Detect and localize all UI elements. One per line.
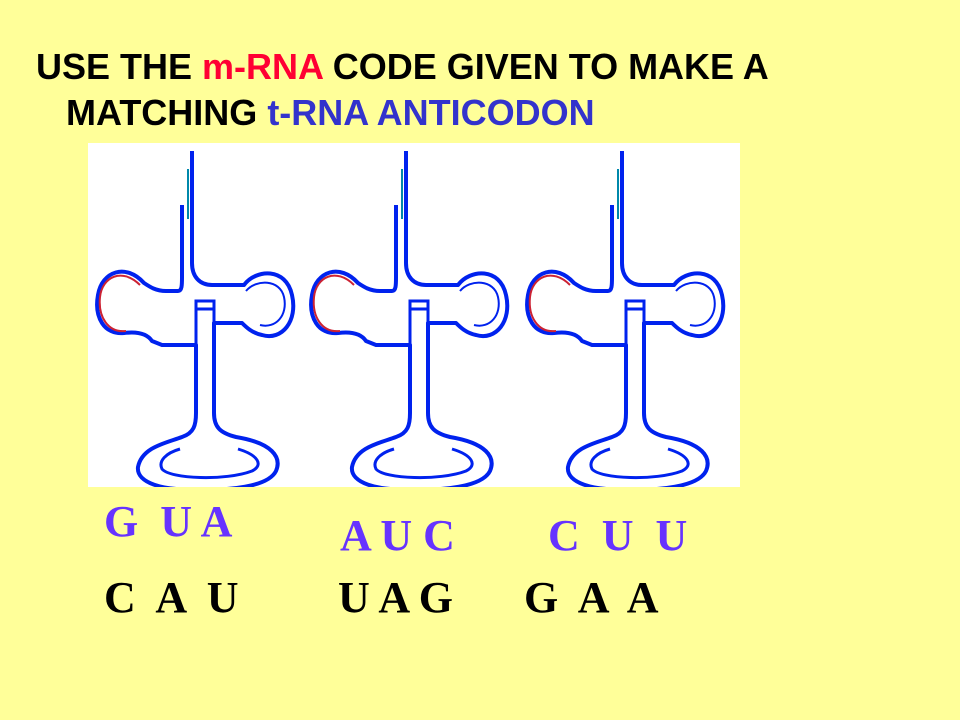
title-text-2: CODE GIVEN TO MAKE A [322, 46, 769, 87]
trna-molecule-2 [309, 149, 510, 487]
title-text-3: MATCHING [66, 92, 268, 133]
trna-diagram [95, 149, 726, 487]
trna-molecule-3 [525, 149, 726, 487]
title-text-1: USE THE [36, 46, 203, 87]
mrna-highlight: m-RNA [202, 46, 323, 87]
trna-diagram-panel [88, 143, 740, 487]
anticodon-2: A U C [340, 511, 455, 560]
trna-molecule-1 [95, 149, 296, 487]
mrna-codon-1: C A U [104, 573, 239, 622]
trna-highlight: t-RNA ANTICODON [267, 92, 595, 133]
mrna-codon-3: G A A [524, 573, 659, 622]
anticodon-1: G U A [104, 497, 233, 546]
mrna-codon-2: U A G [338, 573, 453, 622]
anticodon-3: C U U [548, 511, 688, 560]
instruction-title: USE THE m-RNA CODE GIVEN TO MAKE A MATCH… [36, 44, 936, 136]
